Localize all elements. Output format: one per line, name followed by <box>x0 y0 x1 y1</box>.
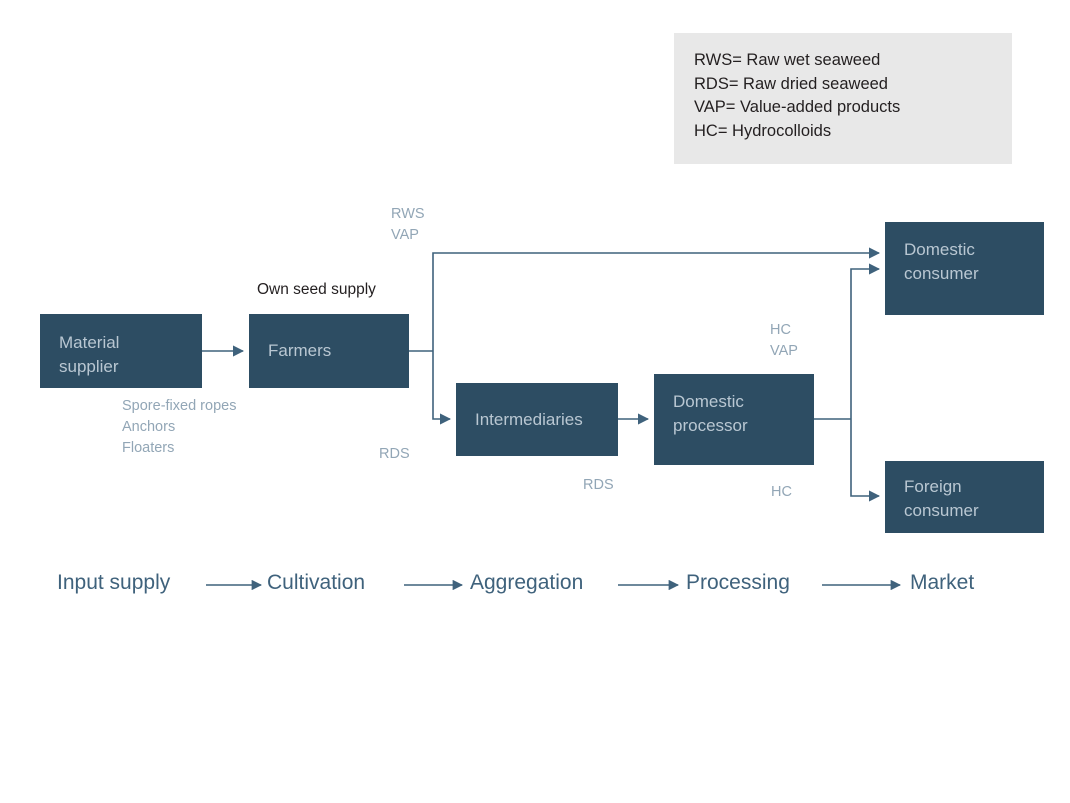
legend-line-hc: HC= Hydrocolloids <box>694 121 832 140</box>
stage-label-input-supply: Input supply <box>57 571 171 594</box>
annotation-input-materials: Spore-fixed ropes Anchors Floaters <box>122 398 237 456</box>
node-foreign-consumer[interactable]: Foreign consumer <box>885 461 1044 533</box>
node-domestic-processor[interactable]: Domestic processor <box>654 374 814 465</box>
stage-label-cultivation: Cultivation <box>267 571 366 594</box>
annotation-hc-vap: HC VAP <box>770 322 798 359</box>
annotation-hc-foreign: HC <box>771 484 792 500</box>
node-intermediaries-label: Intermediaries <box>475 410 583 429</box>
node-intermediaries[interactable]: Intermediaries <box>456 383 618 456</box>
node-material-supplier[interactable]: Material supplier <box>40 314 202 388</box>
node-farmers-label: Farmers <box>268 341 332 360</box>
annotation-rds-intermediaries: RDS <box>583 477 614 493</box>
legend-line-rws: RWS= Raw wet seaweed <box>694 51 881 69</box>
node-domestic-consumer[interactable]: Domestic consumer <box>885 222 1044 315</box>
legend-line-vap: VAP= Value-added products <box>694 98 901 116</box>
stage-label-processing: Processing <box>686 571 790 594</box>
node-domestic-consumer-label: Domestic consumer <box>904 240 979 283</box>
legend-line-rds: RDS= Raw dried seaweed <box>694 74 888 93</box>
edge-farmers-to-intermediaries <box>432 351 452 425</box>
annotation-rds-farmers: RDS <box>379 446 410 462</box>
node-domestic-processor-label: Domestic processor <box>673 392 748 435</box>
legend-panel <box>674 33 1012 164</box>
edge-processor-to-foreign-consumer <box>850 419 881 502</box>
legend-entries: RWS= Raw wet seaweed RDS= Raw dried seaw… <box>694 49 1014 143</box>
node-foreign-consumer-label: Foreign consumer <box>904 477 979 520</box>
stage-label-aggregation: Aggregation <box>470 571 584 594</box>
stage-label-market: Market <box>910 571 975 594</box>
node-material-supplier-label: Material supplier <box>59 333 120 376</box>
edge-farmers-to-domestic-consumer <box>432 247 881 351</box>
annotation-rws-vap: RWS VAP <box>391 206 425 243</box>
edge-processor-to-domestic-consumer <box>850 263 881 419</box>
node-farmers[interactable]: Farmers <box>249 314 409 388</box>
annotation-own-seed-supply: Own seed supply <box>257 281 376 298</box>
